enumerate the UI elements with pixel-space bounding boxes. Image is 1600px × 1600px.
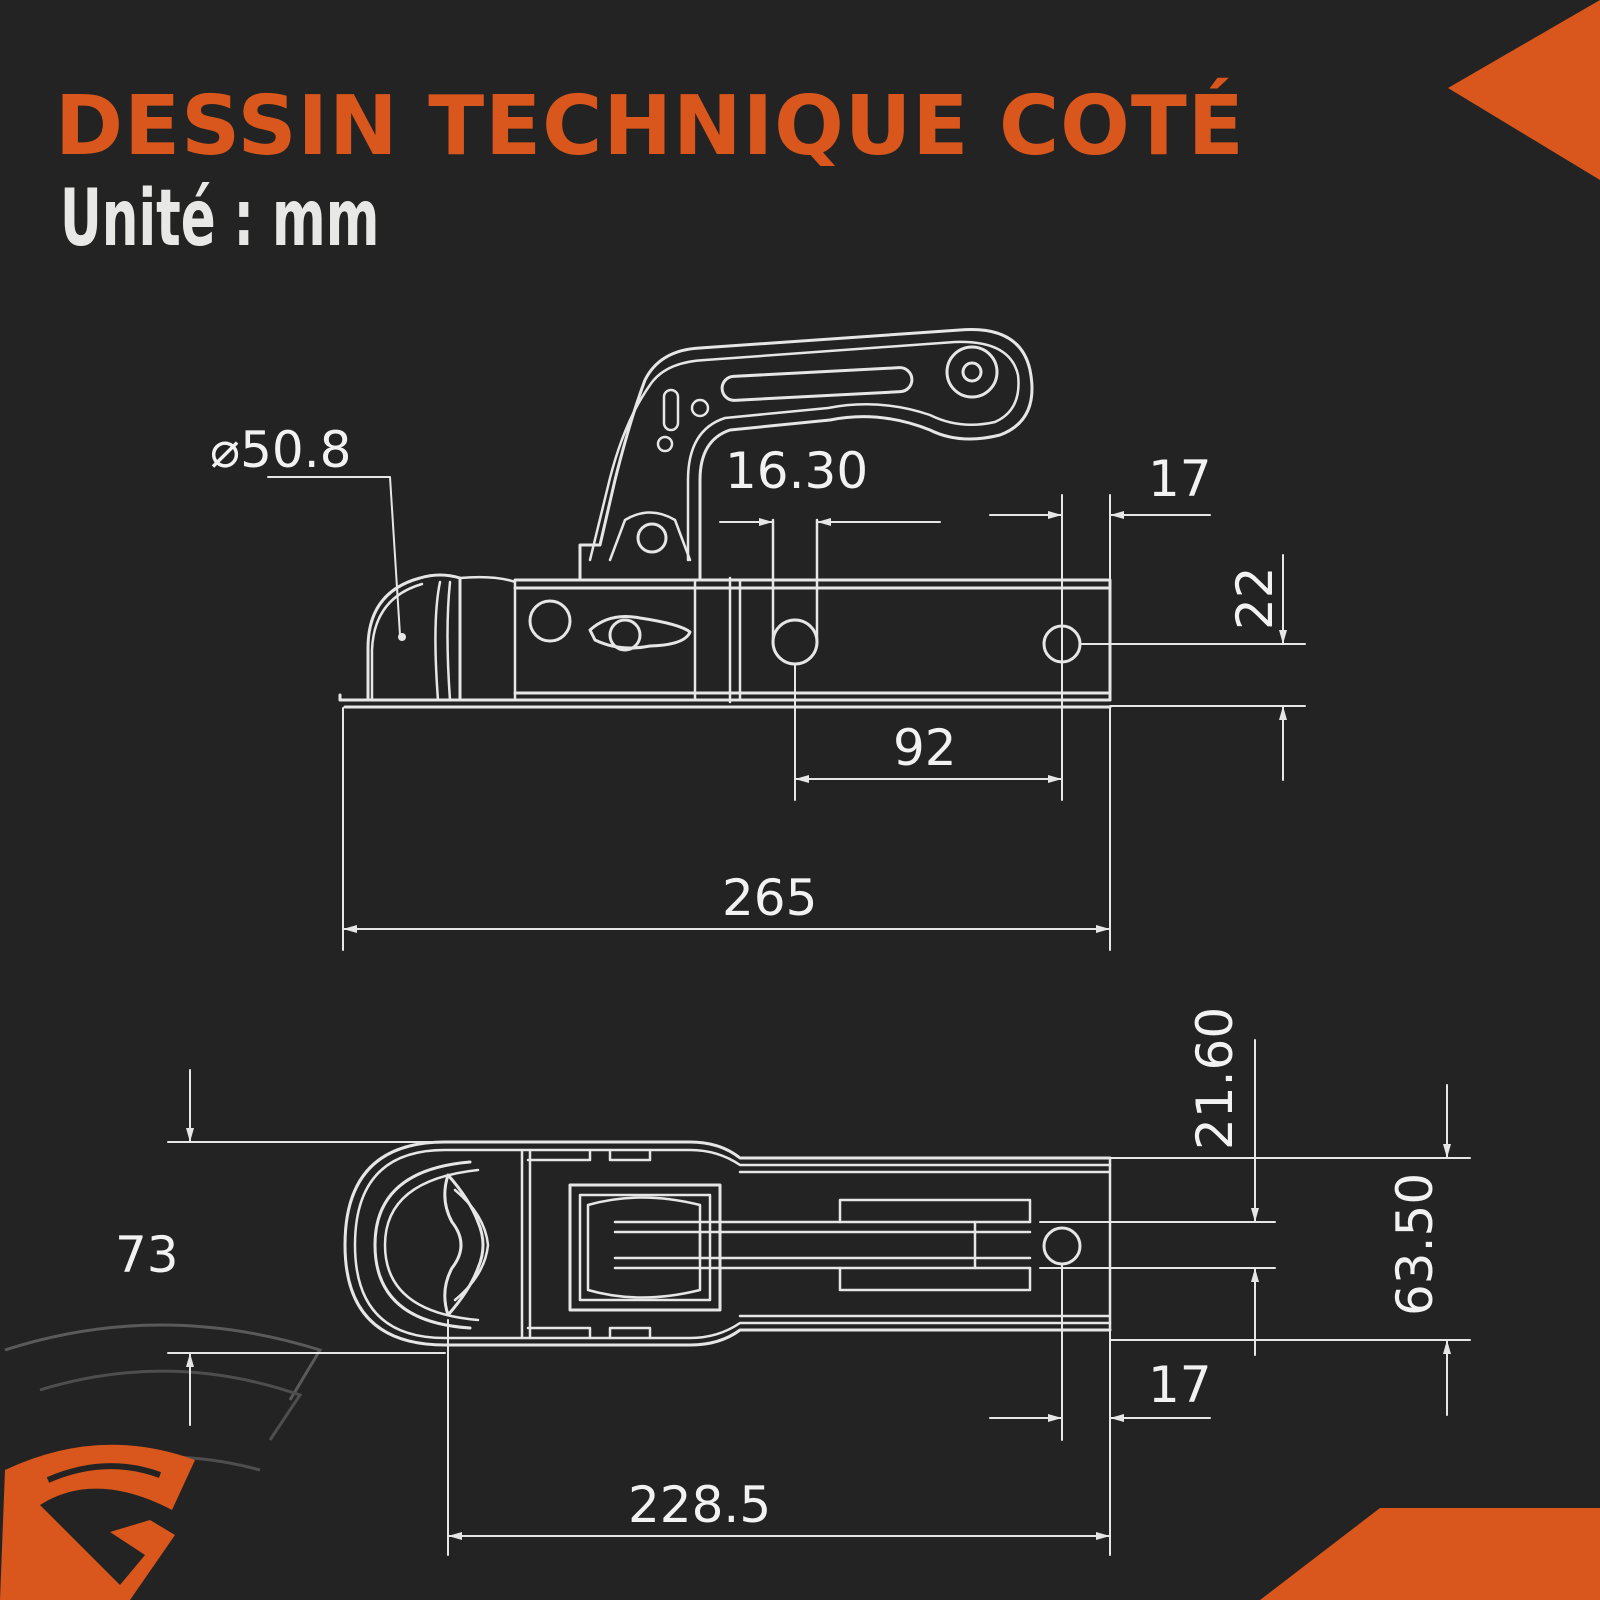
unit-label: Unité : mm — [60, 174, 380, 264]
dimension-end-offset-bottom: 17 — [1148, 1356, 1212, 1414]
coupling-side-view — [338, 328, 1112, 709]
dimension-body-length: 228.5 — [628, 1476, 771, 1534]
brand-shield-logo-icon — [0, 1323, 323, 1600]
dimension-total-length: 265 — [722, 869, 817, 927]
dimension-hole-height: 22 — [1226, 566, 1284, 630]
dimension-end-offset-top: 17 — [1148, 450, 1212, 508]
dimension-width: 73 — [115, 1226, 179, 1284]
dimension-outer-height: 63.50 — [1386, 1173, 1444, 1316]
dimension-handle-spacing: 16.30 — [725, 442, 868, 500]
top-view-dimensions — [167, 1039, 1471, 1556]
side-view-dimensions — [267, 476, 1306, 951]
orange-stripe-icon — [1260, 1508, 1600, 1600]
page-title: DESSIN TECHNIQUE COTÉ — [55, 79, 1245, 174]
dimension-inner-height: 21.60 — [1186, 1007, 1244, 1150]
dimension-hole-spacing: 92 — [893, 719, 957, 777]
orange-triangle-icon — [1448, 0, 1600, 180]
coupling-top-view — [343, 1140, 1112, 1347]
dimension-diameter: ⌀50.8 — [210, 421, 351, 479]
